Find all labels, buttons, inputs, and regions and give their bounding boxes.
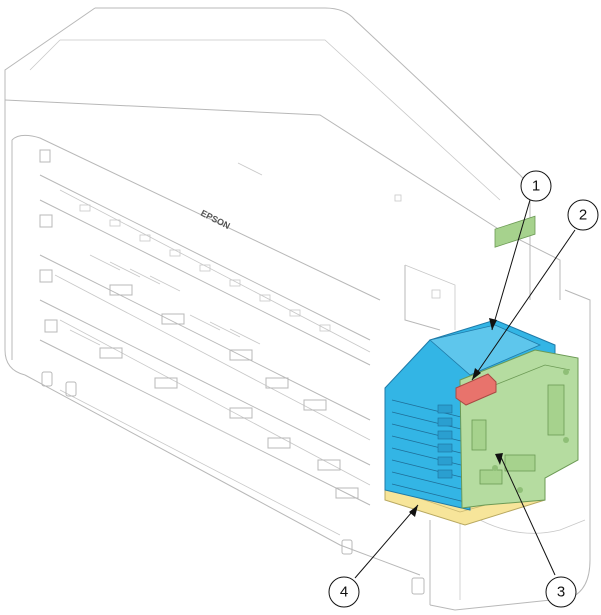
- callout-arrowheads: [409, 318, 503, 517]
- callout-4-label: 4: [340, 584, 348, 601]
- paper-path-mechanism: [39, 149, 371, 506]
- printer-body: [4, 7, 591, 611]
- brand-logo: EPSON: [199, 208, 232, 231]
- callout-3: 3: [545, 576, 577, 608]
- callout-2-label: 2: [579, 207, 587, 224]
- callout-leaders: [354, 199, 576, 579]
- callout-2: 2: [567, 199, 599, 231]
- part-2-component: [455, 373, 497, 406]
- callout-1: 1: [520, 170, 552, 202]
- callout-3-label: 3: [557, 584, 565, 601]
- callout-1-label: 1: [532, 178, 540, 195]
- callout-4: 4: [328, 576, 360, 608]
